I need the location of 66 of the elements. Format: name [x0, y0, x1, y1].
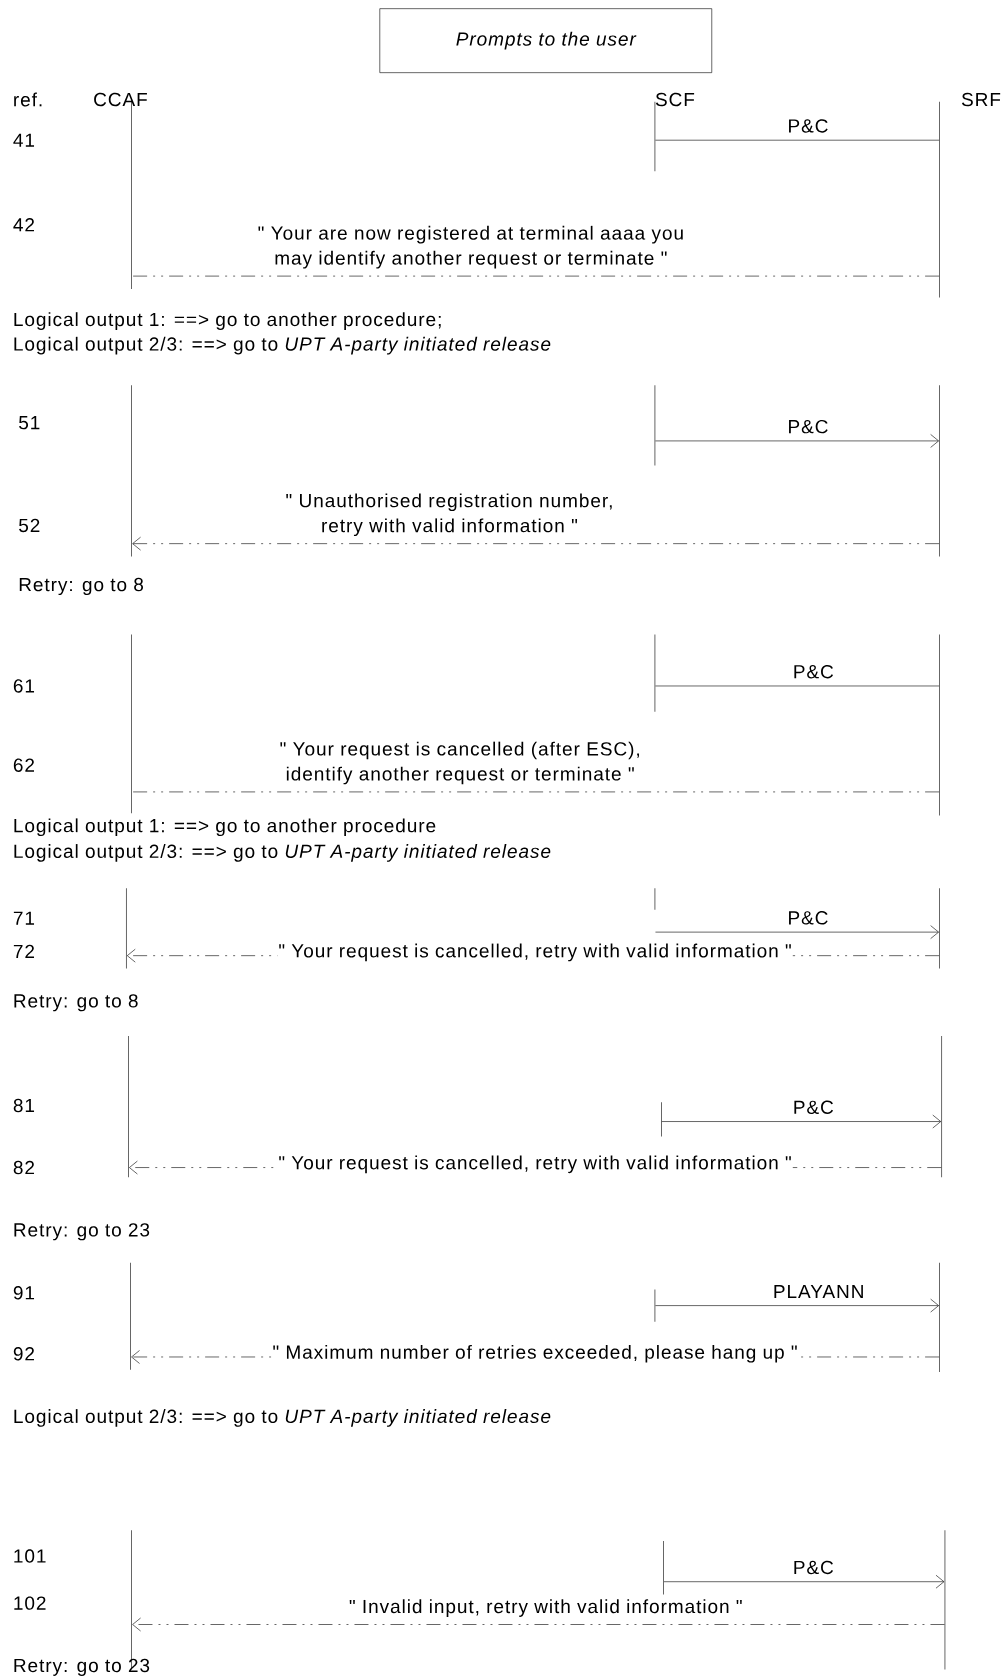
row-label: 51: [19, 416, 40, 430]
row-label: 101: [14, 1549, 46, 1563]
lifeline: [128, 1035, 129, 1178]
message-line: [655, 139, 940, 141]
row-label: Logical output 1: ==> go to another procedure: [14, 818, 436, 837]
lifeline: [131, 634, 132, 814]
row-label: Retry: go to 23: [14, 1223, 150, 1241]
edge-label: " Your request is cancelled, retry with valid information ": [277, 1154, 793, 1175]
edge-label: " Your request is cancelled (after ESC), identify another request or terminate ": [280, 741, 639, 785]
row-label: Logical output 2/3: ==> go to UPT A-party initiated release: [14, 336, 551, 355]
lifeline: [131, 385, 132, 557]
row-label: 102: [14, 1596, 46, 1610]
row-label: CCAF: [94, 92, 147, 107]
lifeline: [939, 385, 940, 557]
row-label: 71: [13, 911, 35, 925]
row-label: Logical output 1: ==> go to another procedure;: [14, 312, 441, 330]
edge-label: " Invalid input, retry with valid information ": [349, 1599, 742, 1617]
message-arrow: [655, 925, 939, 939]
row-label: 82: [13, 1160, 35, 1175]
message-line: [655, 685, 940, 687]
edge-label: " Unauthorised registration number, retry with valid information ": [286, 493, 612, 537]
lifeline: [663, 1541, 664, 1595]
row-label: 41: [13, 133, 35, 147]
lifeline: [939, 1262, 940, 1372]
lifeline: [126, 888, 127, 969]
row-label: 42: [13, 218, 35, 232]
lifeline: [131, 101, 132, 289]
row-label: 52: [19, 518, 40, 533]
edge-label: " Your request is cancelled, retry with valid information ": [277, 942, 793, 963]
lifeline: [130, 1262, 131, 1370]
message-arrow: [132, 1617, 945, 1632]
row-label: SCF: [655, 92, 695, 107]
lifeline: [939, 101, 940, 298]
row-label: 62: [13, 758, 35, 772]
edge-label: P&C: [794, 1100, 834, 1114]
row-label: Logical output 2/3: ==> go to UPT A-party initiated release: [14, 1409, 551, 1427]
row-label: 91: [13, 1286, 35, 1300]
lifeline: [131, 1530, 132, 1670]
row-label: ref.: [14, 92, 42, 107]
row-label: Logical output 2/3: ==> go to UPT A-party initiated release: [14, 844, 551, 862]
edge-label: P&C: [794, 664, 834, 679]
row-label: SRF: [961, 92, 1001, 107]
row-label: 81: [13, 1098, 35, 1113]
lifeline: [941, 1035, 943, 1178]
title-box: Prompts to the user: [379, 8, 713, 73]
row-label: 61: [13, 679, 35, 693]
edge-label: P&C: [794, 1560, 834, 1575]
edge-label: P&C: [789, 419, 828, 434]
message-arrow: [132, 536, 940, 551]
row-label: 72: [13, 944, 35, 958]
message-arrow: [661, 1114, 942, 1129]
row-label: Retry: go to 23: [14, 1658, 150, 1676]
row-label: Retry: go to 8: [19, 577, 144, 596]
row-label: 92: [13, 1347, 35, 1361]
message-arrow: [655, 1298, 939, 1313]
message-arrow: [655, 434, 939, 448]
edge-label: P&C: [789, 911, 828, 925]
edge-label: " Maximum number of retries exceeded, please hang up ": [271, 1343, 799, 1364]
message-arrow: [663, 1574, 945, 1589]
edge-label: P&C: [789, 119, 828, 133]
lifeline: [939, 634, 940, 816]
lifeline: [939, 888, 940, 969]
edge-label: PLAYANN: [774, 1285, 863, 1299]
lifeline: [661, 1102, 662, 1137]
row-label: Retry: go to 8: [14, 994, 138, 1012]
edge-label: " Your are now registered at terminal aaaa you may identify another request or terminate ": [258, 225, 683, 269]
